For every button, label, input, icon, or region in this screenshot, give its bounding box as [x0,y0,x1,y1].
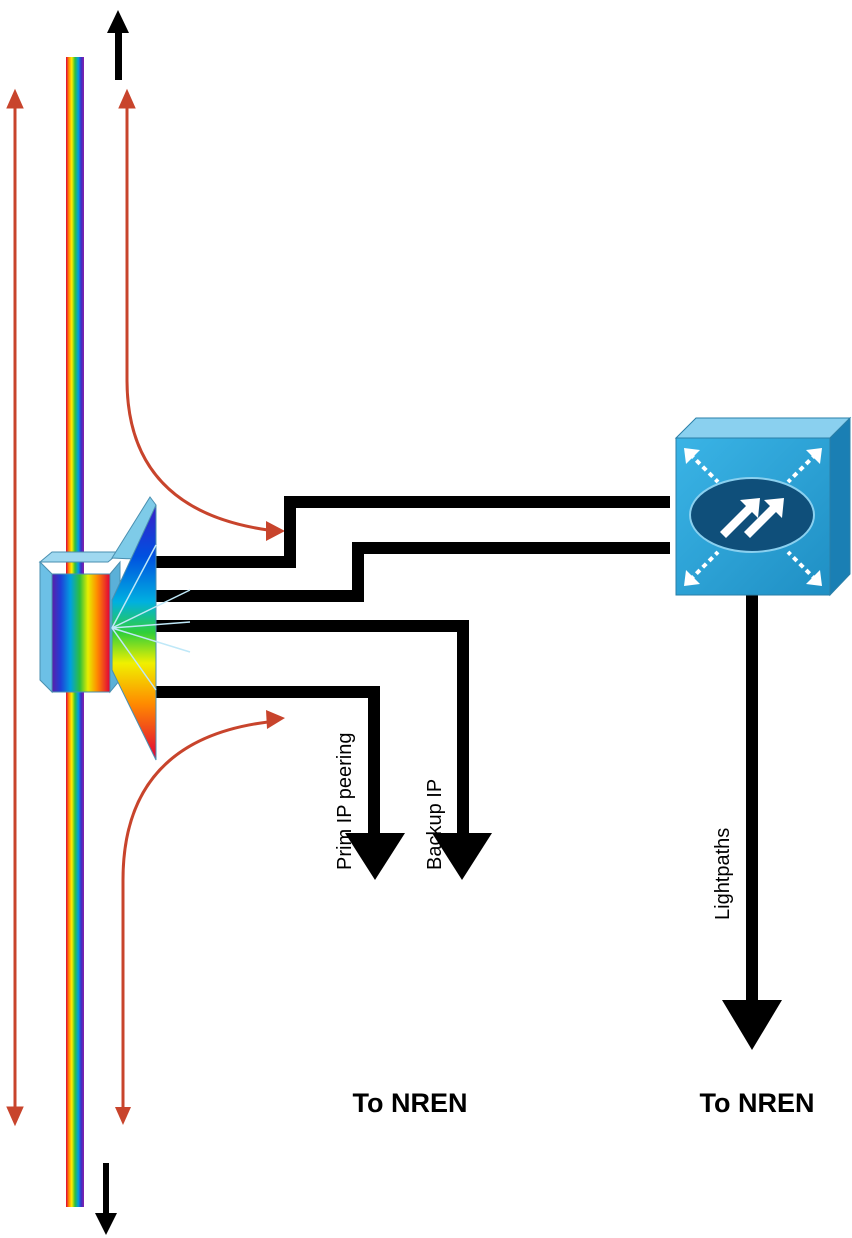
to-nren-label-right: To NREN [700,1088,815,1118]
express-arrow-upper [118,88,285,541]
optical-demux-icon [38,496,191,761]
span-arrow-outer [6,88,24,1127]
fiber-paths [155,496,758,1010]
express-arrow-lower [115,710,285,1125]
arrowheads [345,833,782,1050]
fiber-up-arrow [107,10,129,80]
lightpaths-label: Lightpaths [712,828,734,920]
backup-ip-label: Backup IP [424,779,446,870]
lambda-switch-icon [674,416,852,597]
to-nren-label-left: To NREN [353,1088,468,1118]
prim-ip-peering-label: Prim IP peering [334,733,356,870]
fiber-down-arrow [95,1163,117,1235]
